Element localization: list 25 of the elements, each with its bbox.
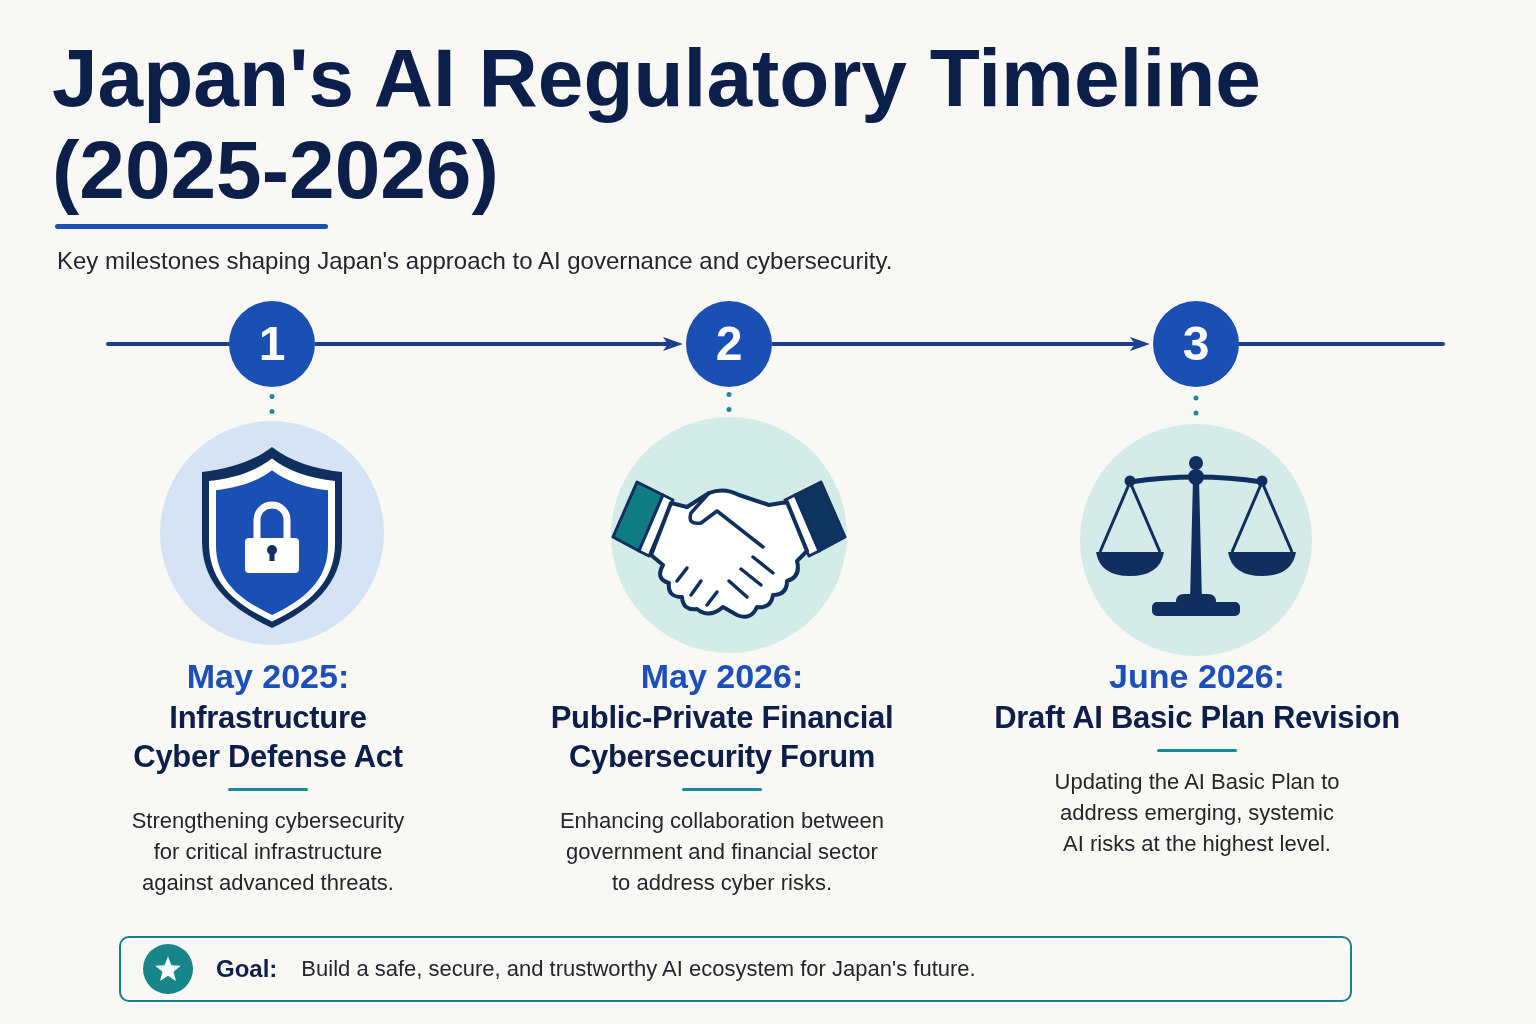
shield-padlock-icon (160, 421, 384, 645)
timeline-line (106, 342, 231, 346)
step-number-circle: 2 (686, 301, 772, 387)
subtitle: Key milestones shaping Japan's approach to AI governance and cybersecurity. (57, 246, 893, 276)
arrow (315, 337, 683, 351)
balance-scale-icon (1080, 424, 1312, 656)
milestone-date: May 2026: (640, 656, 804, 696)
milestone-description: Enhancing collaboration between government and financial sector to address cyber risks. (558, 807, 886, 897)
goal-text: Build a safe, secure, and trustworthy AI ecosystem for Japan's future. (301, 956, 976, 982)
timeline-line (1237, 342, 1445, 346)
dotted-connector (726, 390, 732, 414)
milestone-description: Updating the AI Basic Plan to address emerging, systemic AI risks at the highest level. (1053, 768, 1341, 858)
title: Japan's AI Regulatory Timeline (2025-2026) (52, 32, 1262, 216)
milestone-description: Strengthening cybersecurity for critical infrastructure against advanced threats. (130, 807, 406, 897)
handshake-icon (611, 417, 847, 653)
step-number-circle: 3 (1153, 301, 1239, 387)
arrow (772, 337, 1150, 351)
milestone-title: Infrastructure Cyber Defense Act (132, 699, 404, 776)
milestone-title: Public-Private Financial Cybersecurity Forum (549, 699, 895, 776)
milestone-title: Draft AI Basic Plan Revision (994, 699, 1400, 737)
milestone-date: May 2025: (186, 656, 350, 696)
goal-label: Goal: (216, 955, 278, 983)
milestone-date: June 2026: (1109, 656, 1285, 696)
step-number-circle: 1 (229, 301, 315, 387)
goal-banner (119, 936, 1352, 1002)
